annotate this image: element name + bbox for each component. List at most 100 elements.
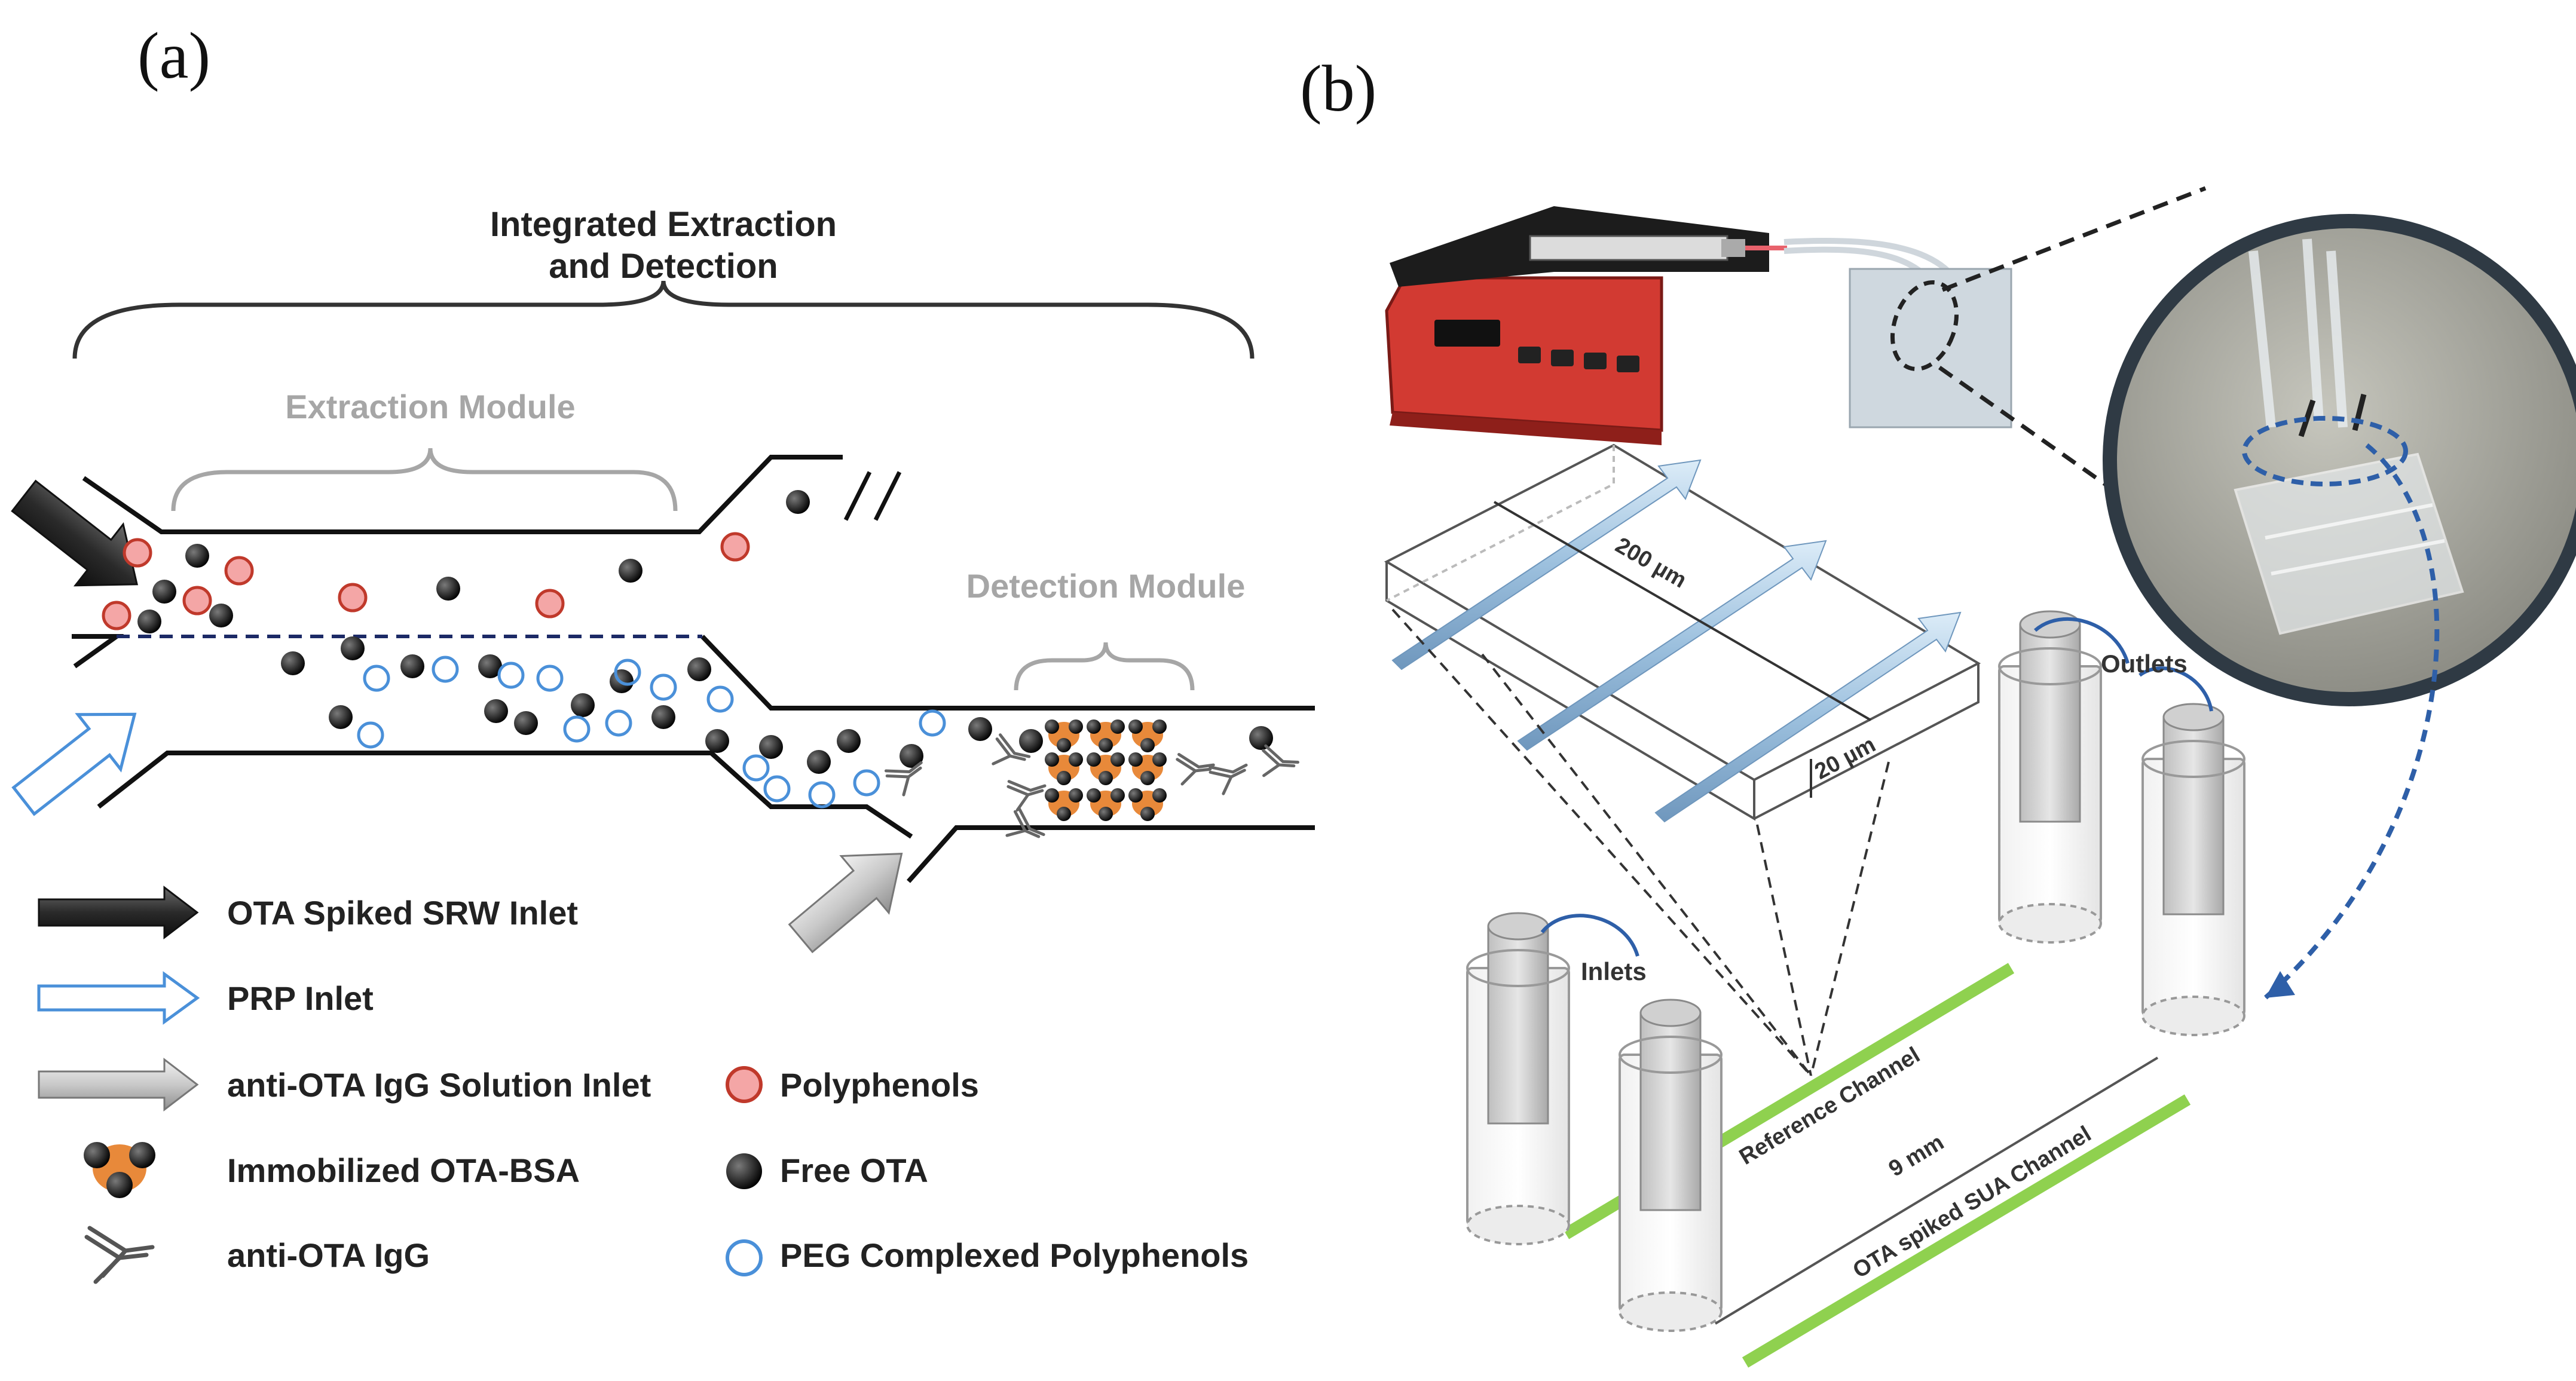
outlet-vial-left	[1998, 610, 2102, 944]
ota-bsa-bead	[1057, 807, 1071, 821]
free-ota-particle	[152, 580, 176, 604]
free-ota-particle	[478, 654, 502, 678]
ota-bsa-bead	[1110, 719, 1125, 734]
syringe-pump	[1385, 206, 1972, 445]
inlet-vial-left	[1466, 912, 1570, 1245]
detection-module-label: Detection Module	[966, 567, 1246, 605]
ota-bsa-bead	[1128, 752, 1143, 767]
chip-highlight-ellipse	[1890, 280, 1959, 372]
vial-plunger	[1487, 925, 1549, 1125]
peg-polyphenol-particle	[706, 685, 734, 713]
igg-stem	[1262, 763, 1281, 777]
legend-igg-arrow	[38, 1057, 199, 1112]
ota-bsa-particle	[1128, 752, 1167, 785]
igg-particle	[1005, 806, 1045, 838]
ota-bsa-bead	[1087, 752, 1101, 767]
free-ota-particle	[759, 735, 783, 759]
polyphenol-particle	[338, 583, 368, 613]
vial-base	[1619, 1291, 1723, 1332]
peg-polyphenol-particle	[357, 721, 384, 749]
peg-polyphenol-particle	[563, 715, 591, 743]
vial-plunger-top	[1487, 912, 1549, 941]
vial-plunger	[2019, 623, 2081, 823]
free-ota-particle	[281, 651, 305, 675]
ota-bsa-particle	[1087, 788, 1125, 821]
free-ota-particle	[619, 559, 643, 583]
vial-plunger	[2162, 716, 2225, 915]
free-ota-particle	[705, 729, 729, 753]
vial-plunger-top	[2019, 610, 2081, 639]
peg-polyphenol-particle	[650, 673, 677, 701]
free-ota-particle	[968, 717, 992, 741]
free-ota-particle	[514, 711, 538, 735]
prp-inlet-arrow	[11, 712, 137, 816]
legend-free-ota-icon	[726, 1153, 762, 1189]
ota-bsa-particle	[1128, 719, 1167, 752]
legend-polyphenols-text: Polyphenols	[780, 1066, 979, 1104]
free-ota-particle	[687, 657, 711, 681]
igg-stem	[902, 775, 910, 797]
length-dim-label: 9 mm	[1884, 1130, 1948, 1182]
free-ota-particle	[900, 744, 923, 768]
vial-plunger-top	[2162, 703, 2225, 731]
vials-group	[1466, 610, 2245, 1332]
free-ota-particle	[329, 705, 353, 729]
free-ota-particle	[185, 544, 209, 568]
ota-bsa-bead	[1069, 719, 1083, 734]
free-ota-particle	[400, 654, 424, 678]
ota-bsa-bead	[1099, 738, 1113, 752]
polyphenol-particle	[123, 538, 152, 568]
particles-group	[102, 490, 1299, 838]
peg-polyphenol-particle	[614, 659, 641, 686]
ota-bsa-bead	[1045, 719, 1059, 734]
ota-bsa-particle	[1087, 752, 1125, 785]
ota-bsa-bead	[1152, 719, 1167, 734]
ota-bsa-bead	[1087, 719, 1101, 734]
microchannel-walls	[72, 455, 1315, 883]
ota-bsa-bead	[1128, 719, 1143, 734]
igg-particle	[1209, 763, 1248, 795]
integrated-title-line1: Integrated Extraction	[490, 205, 837, 244]
legend-srw-arrow	[38, 885, 199, 940]
vial-base	[1998, 903, 2102, 944]
polyphenol-particle	[720, 532, 750, 562]
igg-arm	[1209, 763, 1248, 774]
ota-bsa-bead	[1069, 788, 1083, 803]
vial-base	[2141, 996, 2245, 1036]
flow-arrows	[1391, 459, 1962, 823]
integrated-brace	[72, 280, 1255, 359]
peg-polyphenol-particle	[808, 781, 836, 809]
peg-polyphenol-particle	[432, 656, 459, 683]
ota-channel-label: OTA spiked SUA Channel	[1849, 1121, 2095, 1283]
width-dim-label: 200 µm	[1611, 532, 1691, 593]
vial-rim	[1466, 949, 1570, 987]
igg-inlet-arrow	[788, 853, 903, 954]
igg-particle	[1176, 753, 1215, 786]
free-ota-particle	[209, 604, 233, 627]
vial-rim	[1998, 647, 2102, 685]
legend-polyphenol-icon	[726, 1066, 763, 1103]
ota-bsa-bead	[1140, 771, 1155, 785]
ota-bsa-bead	[1099, 771, 1113, 785]
igg-particle	[1006, 780, 1047, 812]
free-ota-particle	[341, 636, 365, 660]
peg-polyphenol-particle	[763, 775, 791, 803]
peg-polyphenol-particle	[536, 665, 564, 692]
legend-igg-text: anti-OTA IgG	[227, 1236, 430, 1274]
ota-bsa-bead	[1110, 788, 1125, 803]
reference-channel-label: Reference Channel	[1735, 1042, 1925, 1169]
ota-bsa-bead	[1152, 788, 1167, 803]
free-ota-particle	[786, 490, 810, 514]
legend-ota-bsa-icon	[84, 1142, 155, 1198]
free-ota-particle	[1019, 729, 1043, 753]
inset-link-arrowhead	[2265, 971, 2295, 998]
legend-prp-text: PRP Inlet	[227, 979, 374, 1017]
ota-bsa-bead	[1045, 752, 1059, 767]
legend-prp-arrow	[37, 971, 200, 1025]
panel-b-label: (b)	[1300, 52, 1376, 125]
chip-photo-inset	[2103, 214, 2576, 706]
outlet-vial-right	[2141, 703, 2245, 1036]
legend-peg-icon	[726, 1239, 763, 1276]
